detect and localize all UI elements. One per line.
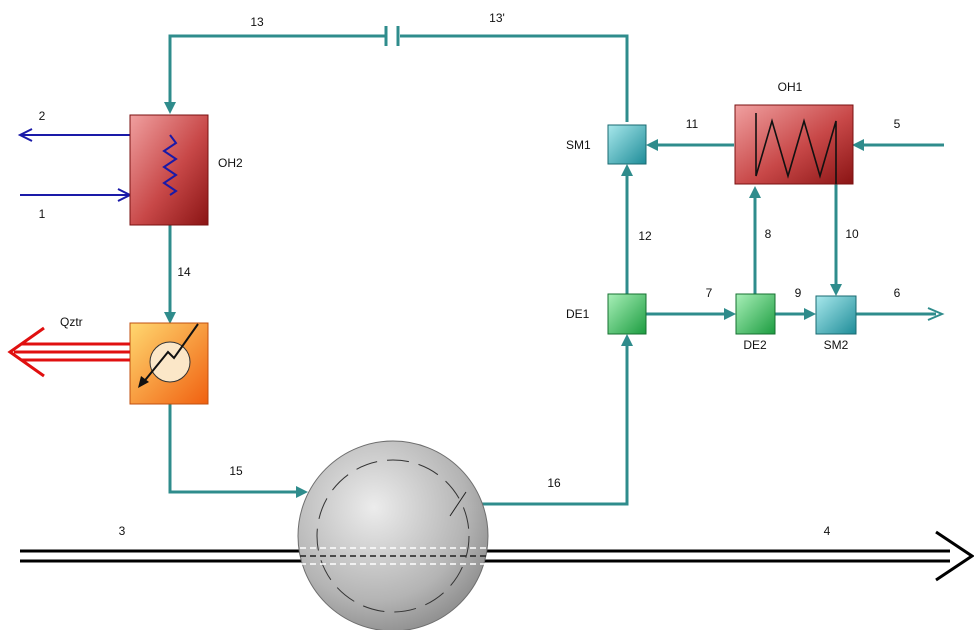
label-oh2: OH2 — [218, 156, 243, 170]
pipe-13 — [164, 34, 386, 114]
heat-output-arrow — [7, 326, 130, 378]
divider-de1[interactable] — [607, 293, 647, 335]
heat-exchange-icon — [149, 341, 191, 383]
label-stream-13-prime: 13' — [489, 11, 505, 25]
pipe-9 — [775, 308, 816, 320]
label-stream-10: 10 — [845, 227, 859, 241]
label-stream-12: 12 — [638, 229, 652, 243]
pipe-5 — [852, 139, 944, 151]
mixer-sm2[interactable] — [815, 295, 857, 335]
pipe-13-prime — [400, 34, 629, 122]
label-stream-13: 13 — [250, 15, 264, 29]
label-stream-11: 11 — [686, 117, 699, 131]
label-stream-15: 15 — [229, 464, 243, 478]
label-stream-5: 5 — [894, 117, 901, 131]
pipe-12 — [621, 164, 633, 294]
pipe-7 — [646, 308, 736, 320]
water-line-1 — [20, 188, 133, 202]
label-de2: DE2 — [743, 338, 767, 352]
pipe-6 — [856, 307, 945, 321]
label-stream-7: 7 — [706, 286, 713, 300]
label-stream-9: 9 — [795, 286, 802, 300]
label-stream-14: 14 — [177, 265, 191, 279]
valve-gap — [384, 26, 400, 46]
pipe-8 — [749, 186, 761, 294]
coil-icon — [162, 134, 178, 196]
label-stream-1: 1 — [39, 207, 46, 221]
pipe-16 — [450, 334, 633, 506]
label-stream-4: 4 — [824, 524, 831, 538]
pipe-11 — [646, 139, 734, 151]
mixer-sm1[interactable] — [607, 124, 647, 165]
divider-de2[interactable] — [735, 293, 776, 335]
label-sm1: SM1 — [566, 138, 591, 152]
label-heat-output: Qztr — [60, 315, 83, 329]
label-de1: DE1 — [566, 307, 590, 321]
label-oh1: OH1 — [778, 80, 803, 94]
pipe-10 — [830, 184, 842, 296]
pipe-15 — [168, 404, 308, 498]
pipe-14 — [164, 225, 176, 324]
label-sm2: SM2 — [824, 338, 849, 352]
sphere-exchanger[interactable] — [297, 440, 489, 630]
heater-oh2[interactable] — [129, 114, 209, 226]
coil-icon — [755, 113, 837, 184]
label-stream-2: 2 — [39, 109, 46, 123]
main-line — [20, 530, 974, 582]
label-stream-16: 16 — [547, 476, 561, 490]
heater-oh1[interactable] — [734, 104, 854, 185]
label-stream-8: 8 — [765, 227, 772, 241]
label-stream-3: 3 — [119, 524, 126, 538]
cooler-unit[interactable] — [129, 322, 209, 405]
label-stream-6: 6 — [894, 286, 901, 300]
